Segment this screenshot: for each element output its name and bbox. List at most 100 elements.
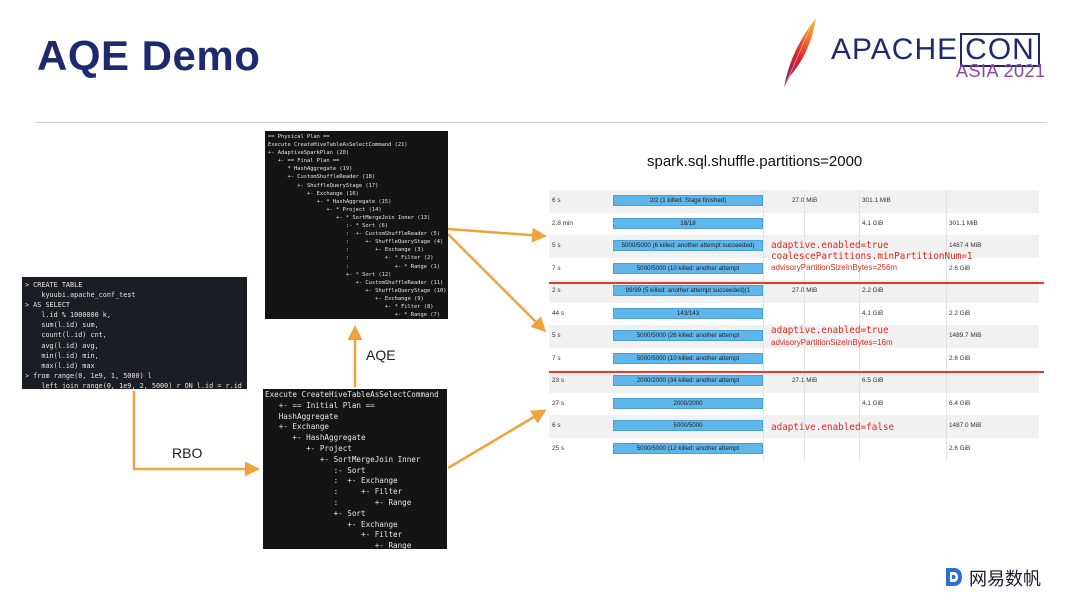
column-divider — [804, 437, 805, 460]
aqe-label: AQE — [366, 347, 396, 363]
column-divider — [946, 235, 947, 258]
logo-subtitle: ASIA 2021 — [956, 61, 1046, 81]
column-divider — [859, 257, 860, 280]
code-line: +- Exchange — [265, 422, 330, 432]
column-divider — [763, 325, 764, 348]
task-progress-bar: 99/99 (5 killed: another attempt succeed… — [613, 285, 763, 296]
code-line: +- SortMergeJoin Inner — [265, 454, 421, 464]
code-line: +- * Range (7) — [268, 312, 441, 319]
aqe-physical-plan-box: == Physical Plan ==Execute CreateHiveTab… — [265, 131, 448, 319]
code-line: kyuubi.apache_conf_test — [25, 291, 136, 300]
stage-shuffle-write: 2.6 GiB — [949, 444, 971, 452]
annotation-advisory-size: advisoryPartitionSizeInBytes=16m — [771, 338, 893, 347]
code-line: Execute CreateHiveTableAsSelectCommand (… — [268, 142, 408, 149]
column-divider — [763, 280, 764, 303]
column-divider — [763, 212, 764, 235]
column-divider — [859, 302, 860, 325]
stage-shuffle-write: 1487.0 MiB — [949, 422, 982, 429]
task-progress-bar: 5000/5000 (26 killed: another attempt — [613, 330, 763, 341]
column-divider — [946, 257, 947, 280]
code-line: +- Exchange — [265, 519, 398, 529]
column-divider — [804, 190, 805, 213]
column-divider — [804, 370, 805, 393]
annotation-adaptive-enabled: adaptive.enabled=true — [771, 325, 889, 336]
column-divider — [804, 280, 805, 303]
rbo-label: RBO — [172, 445, 203, 461]
column-divider — [946, 437, 947, 460]
title-divider — [35, 122, 1047, 123]
stage-duration: 25 s — [552, 444, 565, 452]
code-line: +- * HashAggregate (15) — [268, 198, 392, 205]
column-divider — [804, 347, 805, 370]
task-progress-bar: 2/2 (1 killed: Stage finished) — [613, 195, 763, 206]
code-line: : +- * Range (1) — [268, 263, 441, 270]
shuffle-partitions-title: spark.sql.shuffle.partitions=2000 — [647, 153, 863, 170]
code-line: +- * SortMergeJoin Inner (13) — [268, 214, 431, 221]
column-divider — [946, 190, 947, 213]
stage-shuffle-write: 1487.4 MiB — [949, 242, 982, 249]
code-line: : +- Exchange — [265, 476, 398, 486]
task-progress-bar: 5000/5000 — [613, 420, 763, 431]
code-line: > AS SELECT — [25, 301, 71, 310]
code-line: +- ShuffleQueryStage (10) — [268, 287, 447, 294]
column-divider — [859, 437, 860, 460]
stage-shuffle-write: 2.6 GiB — [949, 264, 971, 272]
column-divider — [946, 280, 947, 303]
code-line: l.id % 1000000 k, — [25, 311, 111, 320]
task-progress-bar: 18/18 — [613, 217, 763, 229]
arrow-to-group1 — [447, 227, 547, 243]
task-progress-bar: 143/143 — [613, 307, 763, 319]
code-line: +- Exchange (9) — [268, 295, 424, 302]
column-divider — [763, 415, 764, 438]
column-divider — [859, 415, 860, 438]
code-line: max(l.id) max — [25, 361, 95, 370]
code-line: +- CustomShuffleReader (11) — [268, 279, 444, 286]
code-line: : +- Filter — [265, 487, 403, 497]
column-divider — [804, 257, 805, 280]
code-line: count(l.id) cnt, — [25, 331, 107, 340]
column-divider — [946, 325, 947, 348]
stage-shuffle-write: 2.6 GiB — [949, 354, 971, 362]
code-line: +- Range — [265, 541, 412, 549]
stage-shuffle-read: 4.1 GiB — [862, 219, 884, 227]
code-line: +- * Project (14) — [268, 206, 382, 213]
code-line: :- Sort — [265, 465, 366, 475]
column-divider — [763, 190, 764, 213]
code-line: +- ShuffleQueryStage (17) — [268, 182, 379, 189]
annotation-min-partition-num: coalescePartitions.minPartitionNum=1 — [771, 251, 973, 262]
stage-duration: 23 s — [552, 377, 565, 384]
code-line: avg(l.id) avg, — [25, 341, 99, 350]
column-divider — [859, 212, 860, 235]
column-divider — [804, 212, 805, 235]
stage-duration: 2.8 min — [552, 219, 573, 227]
column-divider — [763, 257, 764, 280]
brand-name: 网易数帆 — [969, 569, 1041, 590]
column-divider — [804, 325, 805, 348]
code-line: +- AdaptiveSparkPlan (20) — [268, 150, 350, 157]
arrow-to-group2 — [447, 233, 547, 333]
code-line: > CREATE TABLE — [25, 281, 83, 289]
code-line: :- * Sort (6) — [268, 223, 389, 230]
stage-shuffle-write: 2.2 GiB — [949, 309, 971, 317]
column-divider — [946, 370, 947, 393]
column-divider — [763, 370, 764, 393]
code-line: +- Filter — [265, 530, 403, 540]
column-divider — [946, 347, 947, 370]
stage-duration: 7 s — [552, 354, 561, 362]
task-progress-bar: 5000/5000 (10 killed: another attempt — [613, 262, 763, 274]
stage-shuffle-read: 4.1 GiB — [862, 309, 884, 317]
code-line: * HashAggregate (19) — [268, 166, 353, 173]
column-divider — [804, 235, 805, 258]
code-line: +- Sort — [265, 508, 366, 518]
column-divider — [859, 190, 860, 213]
